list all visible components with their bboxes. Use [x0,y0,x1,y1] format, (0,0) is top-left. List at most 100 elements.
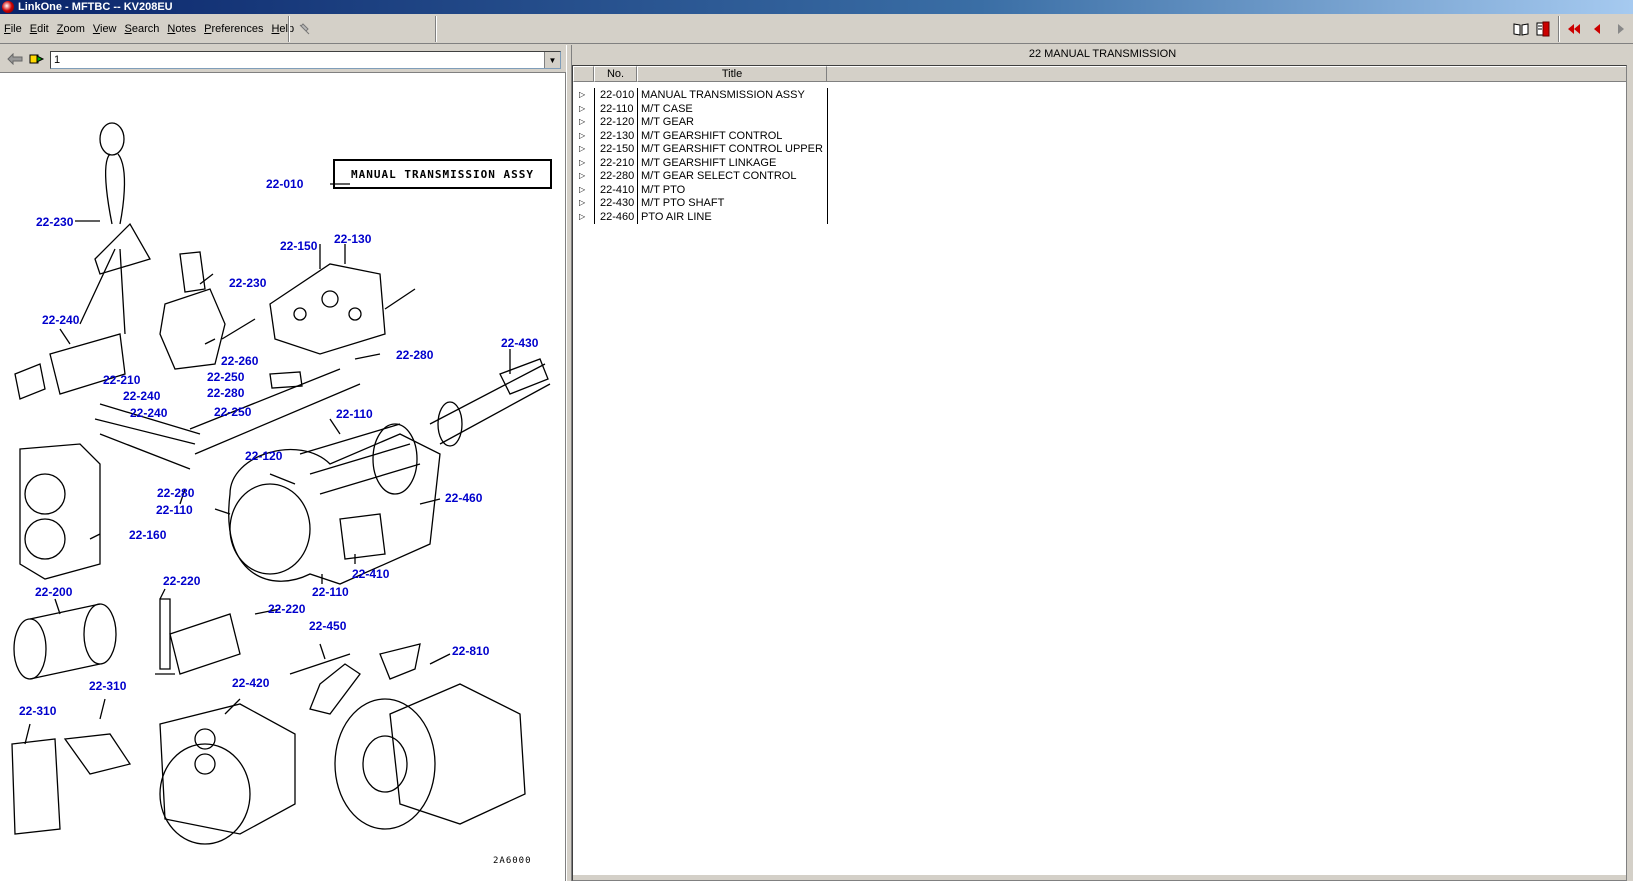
callout-22-120[interactable]: 22-120 [245,449,283,463]
menu-zoom[interactable]: Zoom [56,23,85,35]
column-header-title[interactable]: Title [637,66,827,82]
callout-22-810[interactable]: 22-810 [452,644,490,658]
list-header: No. Title [573,66,1626,82]
row-no: 22-430 [600,197,635,209]
callout-22-280[interactable]: 22-280 [207,386,245,400]
table-row[interactable]: ▷ 22-120 M/T GEAR [573,115,833,129]
back-icon[interactable] [6,51,24,67]
callout-22-430[interactable]: 22-430 [501,336,539,350]
row-no: 22-130 [600,129,635,142]
row-title: M/T GEAR [641,116,694,128]
first-page-icon[interactable] [1565,20,1583,38]
callout-22-460[interactable]: 22-460 [445,491,483,505]
table-row[interactable]: ▷ 22-210 M/T GEARSHIFT LINKAGE [573,156,833,170]
bookmark-icon[interactable] [1534,20,1552,38]
row-no: 22-110 [600,102,634,115]
next-page-icon[interactable] [1612,20,1630,38]
callout-22-310[interactable]: 22-310 [89,679,127,693]
callout-22-280[interactable]: 22-280 [157,486,195,500]
toolbar-separator [288,16,290,42]
table-row[interactable]: ▷ 22-460 PTO AIR LINE [573,210,833,224]
expand-arrow-icon[interactable]: ▷ [579,171,586,180]
section-header: 22 MANUAL TRANSMISSION [1028,48,1177,60]
exploded-diagram: MANUAL TRANSMISSION ASSY 22-010 22-230 2… [0,74,565,881]
callout-22-130[interactable]: 22-130 [334,232,372,246]
row-title: M/T GEARSHIFT LINKAGE [641,156,777,169]
callout-22-110[interactable]: 22-110 [336,407,373,421]
diagram-title-box: MANUAL TRANSMISSION ASSY [333,159,552,189]
callout-22-110[interactable]: 22-110 [156,503,193,517]
callout-22-200[interactable]: 22-200 [35,585,73,599]
table-row[interactable]: ▷ 22-110 M/T CASE [573,102,833,116]
callout-22-420[interactable]: 22-420 [232,676,270,690]
expand-arrow-icon[interactable]: ▷ [579,103,586,113]
column-header-marker[interactable] [573,66,594,82]
expand-arrow-icon[interactable]: ▷ [579,157,586,167]
callout-22-450[interactable]: 22-450 [309,619,347,633]
pane-splitter[interactable] [566,45,572,881]
column-header-no[interactable]: No. [594,66,637,82]
menu-file[interactable]: File [4,23,22,35]
column-divider [827,88,828,224]
table-row[interactable]: ▷ 22-010 MANUAL TRANSMISSION ASSY [573,88,833,102]
expand-arrow-icon[interactable]: ▷ [579,117,586,126]
menu-bar: File Edit Zoom View Search Notes Prefere… [0,14,1633,44]
row-title: M/T PTO [641,183,686,196]
chevron-down-icon[interactable]: ▼ [544,52,560,68]
callout-22-230[interactable]: 22-230 [229,276,267,290]
menu-search[interactable]: Search [124,23,160,35]
callout-22-410[interactable]: 22-410 [352,567,390,581]
callout-22-010[interactable]: 22-010 [266,177,304,191]
callout-22-150[interactable]: 22-150 [280,239,318,253]
callout-22-280[interactable]: 22-280 [396,348,434,362]
callout-22-310[interactable]: 22-310 [19,704,57,718]
expand-arrow-icon[interactable]: ▷ [579,184,586,194]
book-icon[interactable] [1512,20,1530,38]
row-title: M/T PTO SHAFT [641,197,725,209]
callout-22-240[interactable]: 22-240 [130,406,168,420]
callout-22-210[interactable]: 22-210 [103,373,141,387]
app-icon [2,1,14,13]
expand-arrow-icon[interactable]: ▷ [579,90,586,99]
callout-22-260[interactable]: 22-260 [221,354,259,368]
page-select[interactable]: 1 ▼ [50,51,561,69]
callout-22-220[interactable]: 22-220 [163,574,201,588]
horizontal-scrollbar[interactable] [573,874,1626,880]
row-title: M/T GEARSHIFT CONTROL [641,129,783,142]
expand-arrow-icon[interactable]: ▷ [579,144,586,153]
row-no: 22-460 [600,210,635,223]
menu-help[interactable]: Help [271,23,295,35]
menu-view[interactable]: View [92,23,117,35]
row-no: 22-210 [600,156,635,169]
callout-22-160[interactable]: 22-160 [129,528,167,542]
expand-arrow-icon[interactable]: ▷ [579,130,586,140]
callout-22-230[interactable]: 22-230 [36,215,74,229]
parts-list: No. Title ▷ 22-010 MANUAL TRANSMISSION A… [572,65,1627,881]
toolbar-separator [1558,16,1560,42]
callout-22-220[interactable]: 22-220 [268,602,306,616]
table-row[interactable]: ▷ 22-280 M/T GEAR SELECT CONTROL [573,169,833,183]
row-title: M/T CASE [641,102,693,115]
forward-icon[interactable] [28,51,46,67]
expand-arrow-icon[interactable]: ▷ [579,211,586,221]
pin-icon[interactable] [297,22,311,36]
main-menu: File Edit Zoom View Search Notes Prefere… [4,23,294,35]
row-title: PTO AIR LINE [641,210,712,223]
table-row[interactable]: ▷ 22-430 M/T PTO SHAFT [573,196,833,210]
previous-page-icon[interactable] [1588,20,1606,38]
callout-22-250[interactable]: 22-250 [214,405,252,419]
menu-preferences[interactable]: Preferences [204,23,264,35]
table-row[interactable]: ▷ 22-150 M/T GEARSHIFT CONTROL UPPER [573,142,833,156]
menu-edit[interactable]: Edit [29,23,49,35]
callout-22-110[interactable]: 22-110 [312,585,349,599]
expand-arrow-icon[interactable]: ▷ [579,198,586,207]
table-row[interactable]: ▷ 22-130 M/T GEARSHIFT CONTROL [573,129,833,143]
menu-notes[interactable]: Notes [167,23,197,35]
callout-22-250[interactable]: 22-250 [207,370,245,384]
row-title: MANUAL TRANSMISSION ASSY [641,89,805,101]
row-no: 22-280 [600,170,635,182]
callout-22-240[interactable]: 22-240 [42,313,80,327]
table-row[interactable]: ▷ 22-410 M/T PTO [573,183,833,197]
callout-22-240[interactable]: 22-240 [123,389,161,403]
window-titlebar: LinkOne - MFTBC -- KV208EU [0,0,1633,14]
